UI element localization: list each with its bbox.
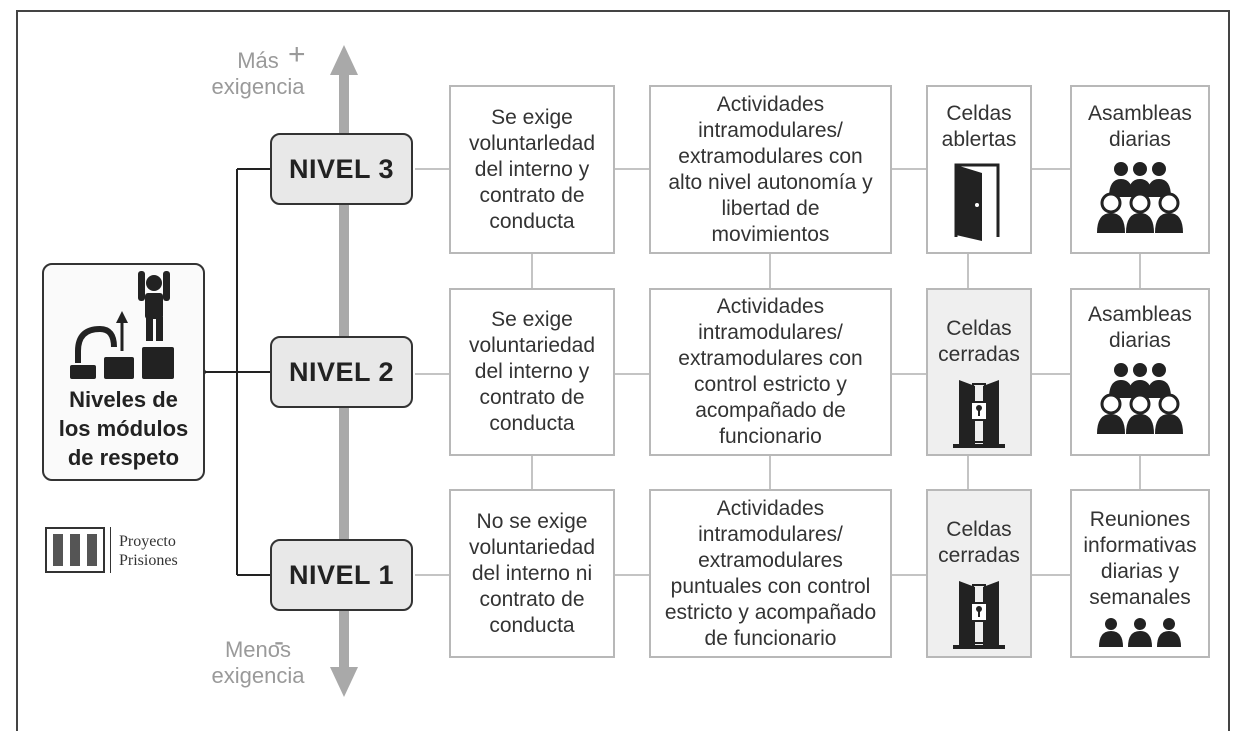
logo-text: Proyecto Prisiones xyxy=(119,533,178,569)
activities-box-level-3: Actividades intramodulares/ extramodular… xyxy=(649,85,892,254)
climbing-person-icon xyxy=(70,271,174,379)
logo-divider xyxy=(110,527,111,573)
meetings-text: Asambleas diarias xyxy=(1088,303,1192,352)
cells-box-level-2: Celdas cerradas xyxy=(926,288,1032,456)
level-1-pill: NIVEL 1 xyxy=(270,539,413,611)
meetings-box-level-2: Asambleas diarias xyxy=(1070,288,1210,456)
cells-text: Celdas ablertas xyxy=(941,102,1017,151)
less-demand-label: Menos exigencia xyxy=(211,637,305,688)
activities-text: Actividades intramodulares/ extramodular… xyxy=(664,496,877,650)
requirement-box-level-3: Se exige voluntarledad del interno y con… xyxy=(449,85,615,254)
minus-sign: - xyxy=(274,625,284,658)
level-2-pill: NIVEL 2 xyxy=(270,336,413,408)
activities-text: Actividades intramodulares/ extramodular… xyxy=(678,295,863,448)
plus-sign: + xyxy=(288,38,306,71)
requirement-box-level-2: Se exige voluntariedad del interno y con… xyxy=(449,288,615,456)
requirement-text: Se exige voluntarledad del interno y con… xyxy=(468,105,596,233)
meetings-text: Asambleas diarias xyxy=(1088,102,1192,151)
assembly-group-icon xyxy=(1097,363,1183,434)
cells-text: Celdas cerradas xyxy=(938,518,1020,567)
respect-modules-box: Niveles de los módulos de respeto xyxy=(42,263,205,481)
activities-box-level-1: Actividades intramodulares/ extramodular… xyxy=(649,489,892,658)
locked-door-icon xyxy=(953,581,1005,649)
main-title: Niveles de los módulos de respeto xyxy=(58,387,189,470)
three-people-icon xyxy=(1099,618,1181,647)
requirement-text: No se exige voluntariedad del interno ni… xyxy=(468,509,596,637)
assembly-group-icon xyxy=(1097,162,1183,233)
cells-box-level-3: Celdas ablertas xyxy=(926,85,1032,254)
more-demand-label: Más exigencia xyxy=(211,48,305,99)
activities-box-level-2: Actividades intramodulares/ extramodular… xyxy=(649,288,892,456)
requirement-text: Se exige voluntariedad del interno y con… xyxy=(468,308,596,435)
cells-text: Celdas cerradas xyxy=(938,317,1020,366)
cells-box-level-1: Celdas cerradas xyxy=(926,489,1032,658)
meetings-text: Reuniones informativas diarias y semanal… xyxy=(1083,508,1197,609)
prison-bars-icon xyxy=(45,527,105,573)
requirement-box-level-1: No se exige voluntariedad del interno ni… xyxy=(449,489,615,658)
open-door-icon xyxy=(954,163,1000,241)
meetings-box-level-3: Asambleas diarias xyxy=(1070,85,1210,254)
meetings-box-level-1: Reuniones informativas diarias y semanal… xyxy=(1070,489,1210,658)
locked-door-icon xyxy=(953,380,1005,448)
activities-text: Actividades intramodulares/ extramodular… xyxy=(668,92,873,246)
level-3-pill: NIVEL 3 xyxy=(270,133,413,205)
